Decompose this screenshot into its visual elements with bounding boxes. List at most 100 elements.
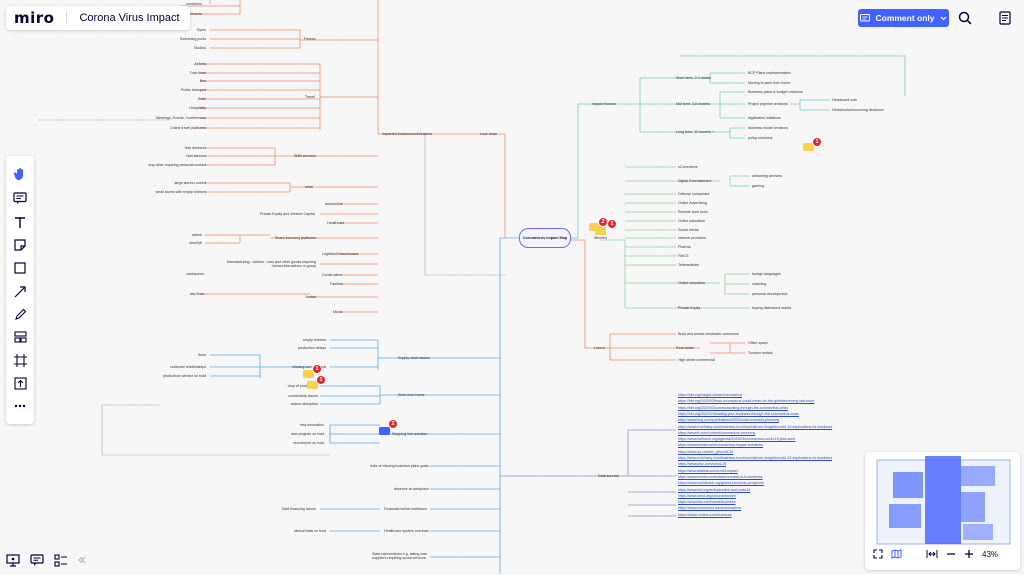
node-manufacturing[interactable]: Manufacturing - clothes - cars and other… (226, 260, 316, 268)
node-small-stores[interactable]: small stores with empty shelves (155, 190, 206, 194)
data-source-link[interactable]: https://hbr.org/2020/03/how-coronavirus-… (678, 399, 815, 404)
text-tool[interactable] (10, 212, 30, 232)
node-contractors[interactable]: contractors (186, 272, 204, 276)
node-private-equity[interactable]: Private Equity and Venture Capital (260, 212, 315, 216)
data-source-link[interactable]: https://www.reuters.com/business (678, 512, 732, 517)
node-uber[interactable]: uber/lyft (189, 241, 202, 245)
node-ecommerce[interactable]: eCommerce (678, 165, 698, 169)
comment-tool[interactable] (10, 188, 30, 208)
node-personal-dev[interactable]: personal development (752, 292, 788, 296)
node-empty-shelves[interactable]: empty shelves (303, 338, 326, 342)
node-lockdown[interactable]: Lock down (480, 132, 498, 136)
comment-sticky-selected[interactable] (379, 427, 390, 435)
node-travel[interactable]: Travel (305, 95, 315, 99)
frame-list-tool[interactable] (10, 327, 30, 347)
data-source-link[interactable]: https://www.economist.com/coronavirus (678, 506, 742, 511)
connection-line-tool[interactable] (10, 281, 30, 301)
node-spending[interactable]: Stopping risk aversion (392, 432, 428, 436)
hand-tool[interactable] (10, 164, 30, 184)
miro-logo[interactable]: miro (14, 9, 55, 27)
comment-count-badge[interactable]: 1 (607, 219, 617, 229)
comment-sticky[interactable] (803, 143, 814, 151)
node-impact-horizon[interactable]: Impact Horizon (592, 102, 617, 106)
node-museums[interactable]: museums (186, 2, 202, 6)
data-source-link[interactable]: https://www.mckinsey.com/business-functi… (678, 456, 833, 460)
node-high-street[interactable]: High street commercial (678, 358, 715, 362)
node-state-interventions[interactable]: State interventions e.g. taking over sup… (372, 552, 428, 560)
node-online-edu-2[interactable]: Online education (678, 281, 705, 285)
comment-count-badge[interactable]: 2 (388, 419, 398, 429)
node-drop-productivity[interactable]: drop of productivity (287, 384, 318, 388)
data-source-link[interactable]: https://www.bcg.com/publications/2020/co… (678, 418, 779, 423)
node-less-innovation[interactable]: less innovation (300, 423, 324, 427)
node-bus[interactable]: Bus (199, 79, 206, 83)
data-source-link[interactable]: https://hbr.org/2020/03/communicating-th… (678, 405, 788, 410)
node-healthcare-overload[interactable]: Healthcare system overload (384, 529, 429, 533)
comment-count-badge[interactable]: 1 (312, 364, 322, 374)
node-digitization[interactable]: digitization initiatives (748, 116, 781, 120)
node-brick-mortar[interactable]: Brick and mortar wholesale commerce (678, 332, 740, 336)
node-office[interactable]: Office space (748, 341, 768, 345)
node-streaming[interactable]: streaming services (752, 174, 782, 178)
node-absence[interactable]: absence at workplace (394, 487, 429, 491)
board-minimap[interactable] (865, 452, 1020, 570)
node-digital-ent[interactable]: Digital Entertainment (678, 179, 712, 183)
node-connectivity[interactable]: connectivity issues (288, 394, 318, 398)
node-nail[interactable]: Nail saloons (186, 154, 206, 158)
data-source-link[interactable]: https://www.weforum.org/agenda/2020/03/c… (678, 437, 796, 442)
node-production-delays[interactable]: production delays (297, 346, 326, 350)
upload-tool[interactable] (10, 373, 30, 393)
comment-count-badge[interactable]: 1 (812, 137, 822, 147)
node-supply[interactable]: Supply chain issues (398, 356, 430, 360)
node-mid-term[interactable]: Mid term, 3-6 months (676, 102, 710, 106)
node-winners[interactable]: Winners (594, 236, 608, 240)
board-list-icon[interactable] (54, 553, 68, 567)
zoom-level[interactable]: 43% (982, 549, 999, 559)
node-wfh[interactable]: Work from home (398, 393, 425, 397)
node-short-term[interactable]: Short term, 2-4 weeks (676, 76, 712, 80)
node-languages[interactable]: foreign languages (752, 272, 781, 276)
node-pipeline-rev[interactable]: Project pipeline revisions (748, 102, 788, 106)
search-button[interactable] (956, 9, 974, 27)
node-new-projects[interactable]: new projects on hold (291, 432, 324, 436)
node-fmcg[interactable]: FMCG (678, 254, 689, 258)
node-online-ads[interactable]: Online Advertising (678, 201, 707, 205)
data-source-link[interactable]: https://www.imf.org/en/topics/imf-and-co… (678, 487, 751, 492)
node-coaching[interactable]: coaching (752, 282, 767, 286)
node-personal-contact[interactable]: Any other requiring personal contact (148, 163, 206, 167)
chat-icon[interactable] (30, 553, 44, 567)
data-source-link[interactable]: https://www.statista.com/covid-impact (678, 468, 738, 473)
mindmap-center-node[interactable]: Coronavirus Impact Map (519, 228, 571, 248)
node-debt[interactable]: Debt financing issues (281, 507, 316, 511)
node-policy[interactable]: policy revisions (748, 136, 773, 140)
node-losers[interactable]: Losers (594, 346, 605, 350)
node-long-term[interactable]: Long term, 12 months + (676, 130, 715, 134)
node-missing-contract[interactable]: missing contract deal (292, 365, 326, 369)
node-public-transport[interactable]: Public transport (181, 88, 206, 92)
frame-tool[interactable] (10, 350, 30, 370)
shape-tool[interactable] (10, 258, 30, 278)
node-logistics[interactable]: Logistics&Warehouses (322, 252, 359, 256)
node-online-travel[interactable]: Online travel platforms (170, 126, 206, 130)
node-swimming[interactable]: Swimming pools (179, 37, 206, 41)
node-automotive[interactable]: automotive (325, 202, 343, 206)
node-impacted[interactable]: Impacted businesses/industries (382, 132, 433, 136)
node-telemedicine[interactable]: Telemedicine (678, 263, 699, 267)
data-source-link[interactable]: https://www.ft.com/content/coronavirus-e… (678, 430, 756, 435)
node-moving-wfh[interactable]: Moving to work from home (748, 81, 791, 85)
comment-sticky[interactable] (595, 227, 606, 235)
screen-share-icon[interactable] (6, 553, 20, 567)
comment-sticky[interactable] (303, 370, 314, 378)
data-source-link[interactable]: https://www.mckinsey.com/business-functi… (678, 424, 833, 429)
zoom-in-icon[interactable] (964, 549, 974, 559)
node-tourism[interactable]: Tourism rentals (748, 351, 773, 355)
more-tools-button[interactable] (10, 396, 30, 416)
node-pe[interactable]: Private Equity (678, 306, 701, 310)
node-hotel[interactable]: Hotel (197, 97, 206, 101)
fit-screen-icon[interactable] (873, 549, 883, 559)
pen-tool[interactable] (10, 304, 30, 324)
comment-sticky[interactable] (589, 223, 600, 231)
node-hair[interactable]: Hair dressers (184, 146, 206, 150)
node-culture[interactable]: culture disruption (290, 402, 318, 406)
